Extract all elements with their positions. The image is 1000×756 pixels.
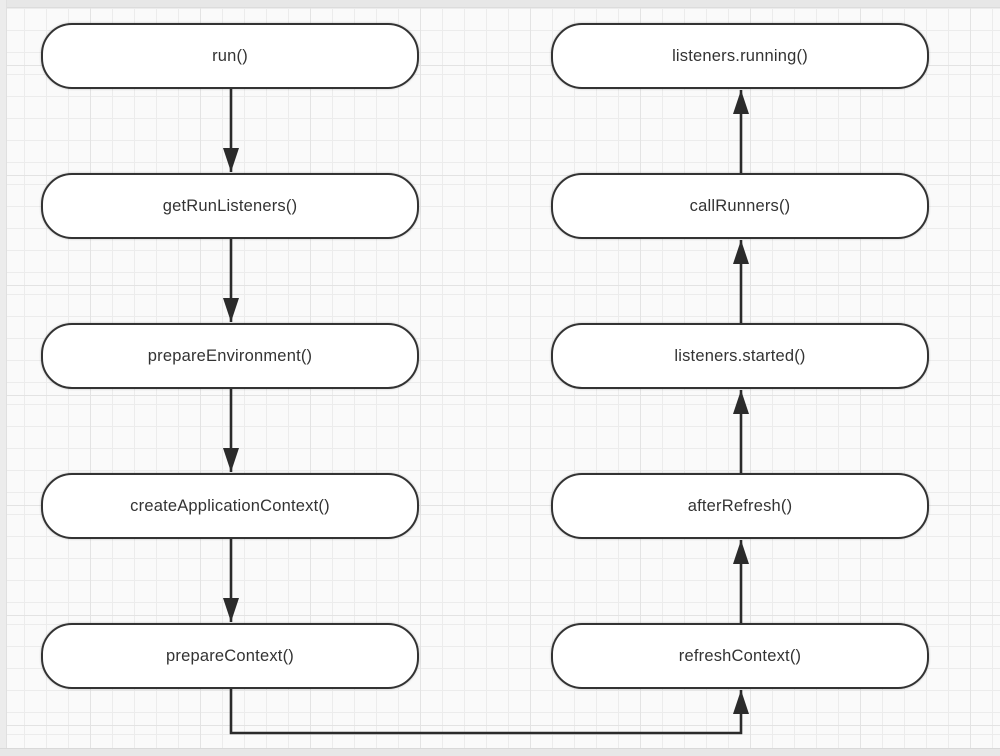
canvas-bottom-edge	[0, 748, 1000, 756]
node-getRunListeners[interactable]: getRunListeners()	[41, 173, 419, 239]
edge-prepareContext-to-refreshContext	[229, 688, 749, 735]
node-refreshContext[interactable]: refreshContext()	[551, 623, 929, 689]
node-callRunners[interactable]: callRunners()	[551, 173, 929, 239]
canvas-top-edge	[0, 0, 1000, 8]
node-createApplicationContext[interactable]: createApplicationContext()	[41, 473, 419, 539]
node-prepareContext-label: prepareContext()	[166, 646, 294, 665]
node-afterRefresh-label: afterRefresh()	[687, 496, 793, 515]
node-prepareContext[interactable]: prepareContext()	[41, 623, 419, 689]
node-afterRefresh[interactable]: afterRefresh()	[551, 473, 929, 539]
node-listeners-started-label: listeners.started()	[674, 346, 806, 365]
node-prepareEnvironment[interactable]: prepareEnvironment()	[41, 323, 419, 389]
node-listeners-started[interactable]: listeners.started()	[551, 323, 929, 389]
node-refreshContext-label: refreshContext()	[678, 646, 802, 665]
node-createApplicationContext-label: createApplicationContext()	[130, 496, 330, 515]
node-run[interactable]: run()	[41, 23, 419, 89]
node-callRunners-label: callRunners()	[689, 196, 791, 215]
node-run-label: run()	[212, 46, 248, 65]
canvas-left-edge	[0, 0, 7, 756]
node-listeners-running[interactable]: listeners.running()	[551, 23, 929, 89]
node-listeners-running-label: listeners.running()	[672, 46, 808, 65]
node-getRunListeners-label: getRunListeners()	[162, 196, 298, 215]
node-prepareEnvironment-label: prepareEnvironment()	[147, 346, 313, 365]
